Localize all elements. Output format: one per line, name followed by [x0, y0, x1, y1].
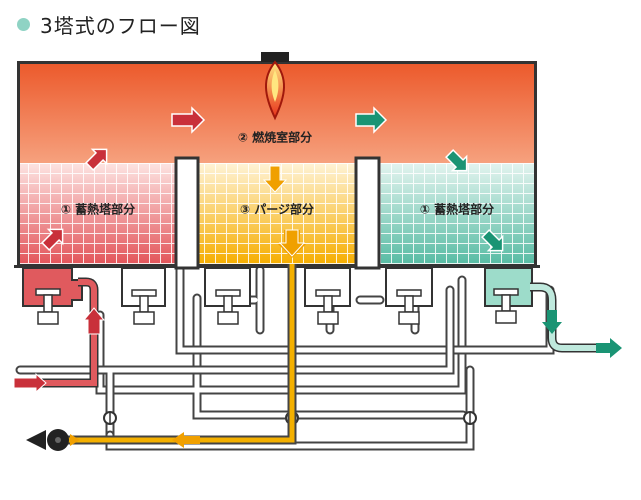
tower-right: [374, 163, 540, 268]
valve-housing-d: [385, 267, 433, 325]
valve-housing-c: [304, 267, 351, 325]
arrow-down-right-icon: [445, 149, 468, 172]
arrow-right-icon: [355, 106, 388, 134]
valve-housing-a: [121, 267, 166, 325]
arrow-right-icon: [13, 372, 47, 394]
arrow-down-icon: [262, 165, 288, 193]
outlet-flow: [530, 282, 622, 358]
valve-housing-right: [484, 267, 533, 324]
arrow-right-icon: [171, 106, 206, 134]
inlet-flow: [13, 277, 106, 394]
arrow-up-icon: [82, 307, 106, 335]
label-right-tower: ① 蓄熱塔部分: [419, 202, 495, 217]
arrow-down-icon: [542, 310, 562, 334]
bullet-dot-icon: [17, 17, 30, 31]
partition-wall: [174, 156, 200, 270]
diagram-heading: 3塔式のフロー図: [17, 9, 201, 39]
diagram-title: 3塔式のフロー図: [40, 13, 201, 38]
arrow-down-icon: [278, 229, 306, 257]
label-purge: ③ パージ部分: [239, 202, 315, 217]
arrow-right-icon: [596, 338, 622, 358]
fan-icon: [26, 430, 46, 450]
arrow-up-right-icon: [85, 148, 108, 171]
valve-housing-b: [204, 267, 251, 325]
pipe-network: [15, 265, 555, 451]
tower-left: [14, 163, 182, 268]
label-left-tower: ① 蓄熱塔部分: [60, 202, 136, 217]
chamber-arrows: [41, 106, 504, 257]
label-combustion-chamber: ② 燃焼室部分: [237, 130, 313, 145]
partition-wall: [354, 156, 381, 270]
arrow-down-right-icon: [481, 229, 504, 252]
burner-icon: [261, 52, 289, 62]
arrow-left-icon: [172, 432, 200, 448]
arrow-up-right-icon: [41, 228, 64, 251]
valve-housing-left: [22, 267, 83, 325]
